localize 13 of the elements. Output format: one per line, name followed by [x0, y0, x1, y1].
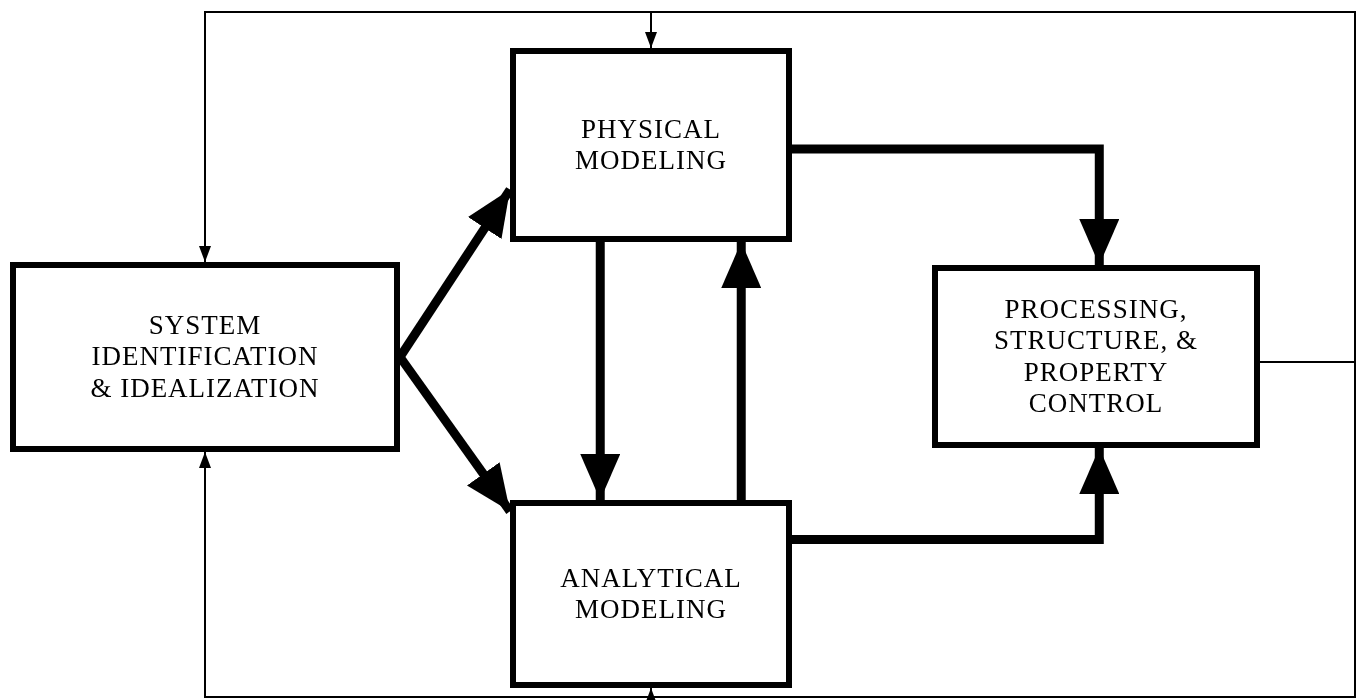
box-label: PROCESSING, STRUCTURE, & PROPERTY CONTROL: [993, 294, 1199, 419]
process-box: [932, 265, 1260, 448]
arrow: [721, 242, 762, 500]
box-label: ANALYTICAL MODELING: [559, 562, 743, 626]
box-label: SYSTEM IDENTIFICATION & IDEALIZATION: [89, 310, 321, 404]
arrow: [792, 448, 1120, 544]
arrow: [792, 144, 1120, 265]
process-box: [510, 500, 792, 688]
arrow: [580, 242, 621, 500]
process-box: [10, 262, 400, 452]
process-box: [510, 48, 792, 242]
box-label: PHYSICAL MODELING: [574, 113, 728, 177]
arrow: [645, 11, 1356, 363]
